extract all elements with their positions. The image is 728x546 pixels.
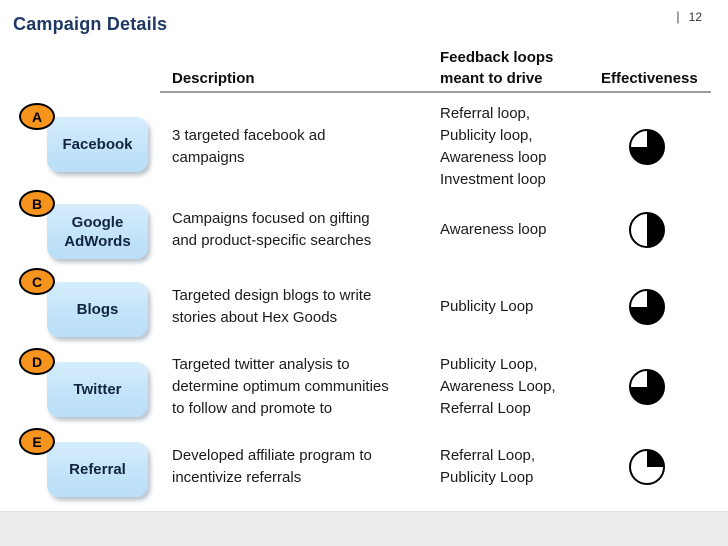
header-rule (160, 91, 711, 93)
column-header-description: Description (172, 70, 255, 87)
table-row: D Twitter Targeted twitter analysis to d… (0, 348, 728, 426)
table-row: B Google AdWords Campaigns focused on gi… (0, 190, 728, 270)
description-cell: Campaigns focused on gifting and product… (172, 210, 372, 249)
channel-box-facebook: Facebook (47, 117, 148, 172)
row-badge: C (19, 268, 55, 295)
row-badge: A (19, 103, 55, 130)
feedback-loops-cell: Referral loop, Publicity loop, Awareness… (440, 105, 547, 188)
row-badge: D (19, 348, 55, 375)
page-number-value: 12 (688, 10, 702, 24)
description-cell: 3 targeted facebook ad campaigns (172, 127, 326, 166)
channel-box-referral: Referral (47, 442, 148, 497)
row-badge: B (19, 190, 55, 217)
channel-box-google-adwords: Google AdWords (47, 204, 148, 259)
channel-box-twitter: Twitter (47, 362, 148, 417)
effectiveness-harvey-ball (629, 289, 665, 325)
feedback-loops-cell: Publicity Loop (440, 298, 534, 315)
page-number: | 12 (676, 9, 702, 24)
effectiveness-harvey-ball (629, 369, 665, 405)
description-cell: Developed affiliate program to incentivi… (172, 447, 372, 486)
column-header-effectiveness: Effectiveness (601, 70, 698, 87)
row-badge: E (19, 428, 55, 455)
effectiveness-harvey-ball (629, 212, 665, 248)
page-title: Campaign Details (13, 14, 168, 34)
description-cell: Targeted design blogs to write stories a… (172, 287, 372, 326)
effectiveness-harvey-ball (629, 449, 665, 485)
footer-bar (0, 511, 728, 546)
table-row: C Blogs Targeted design blogs to write s… (0, 268, 728, 346)
table-row: A Facebook 3 targeted facebook ad campai… (0, 103, 728, 191)
table-row: E Referral Developed affiliate program t… (0, 428, 728, 506)
feedback-loops-cell: Awareness loop (440, 221, 547, 238)
column-header-feedback-loops: Feedback loops meant to drive (440, 49, 554, 87)
channel-box-blogs: Blogs (47, 282, 148, 337)
feedback-loops-cell: Referral Loop, Publicity Loop (440, 447, 536, 486)
page-number-separator: | (676, 9, 680, 24)
description-cell: Targeted twitter analysis to determine o… (172, 356, 389, 417)
effectiveness-harvey-ball (629, 129, 665, 165)
feedback-loops-cell: Publicity Loop, Awareness Loop, Referral… (440, 356, 556, 417)
